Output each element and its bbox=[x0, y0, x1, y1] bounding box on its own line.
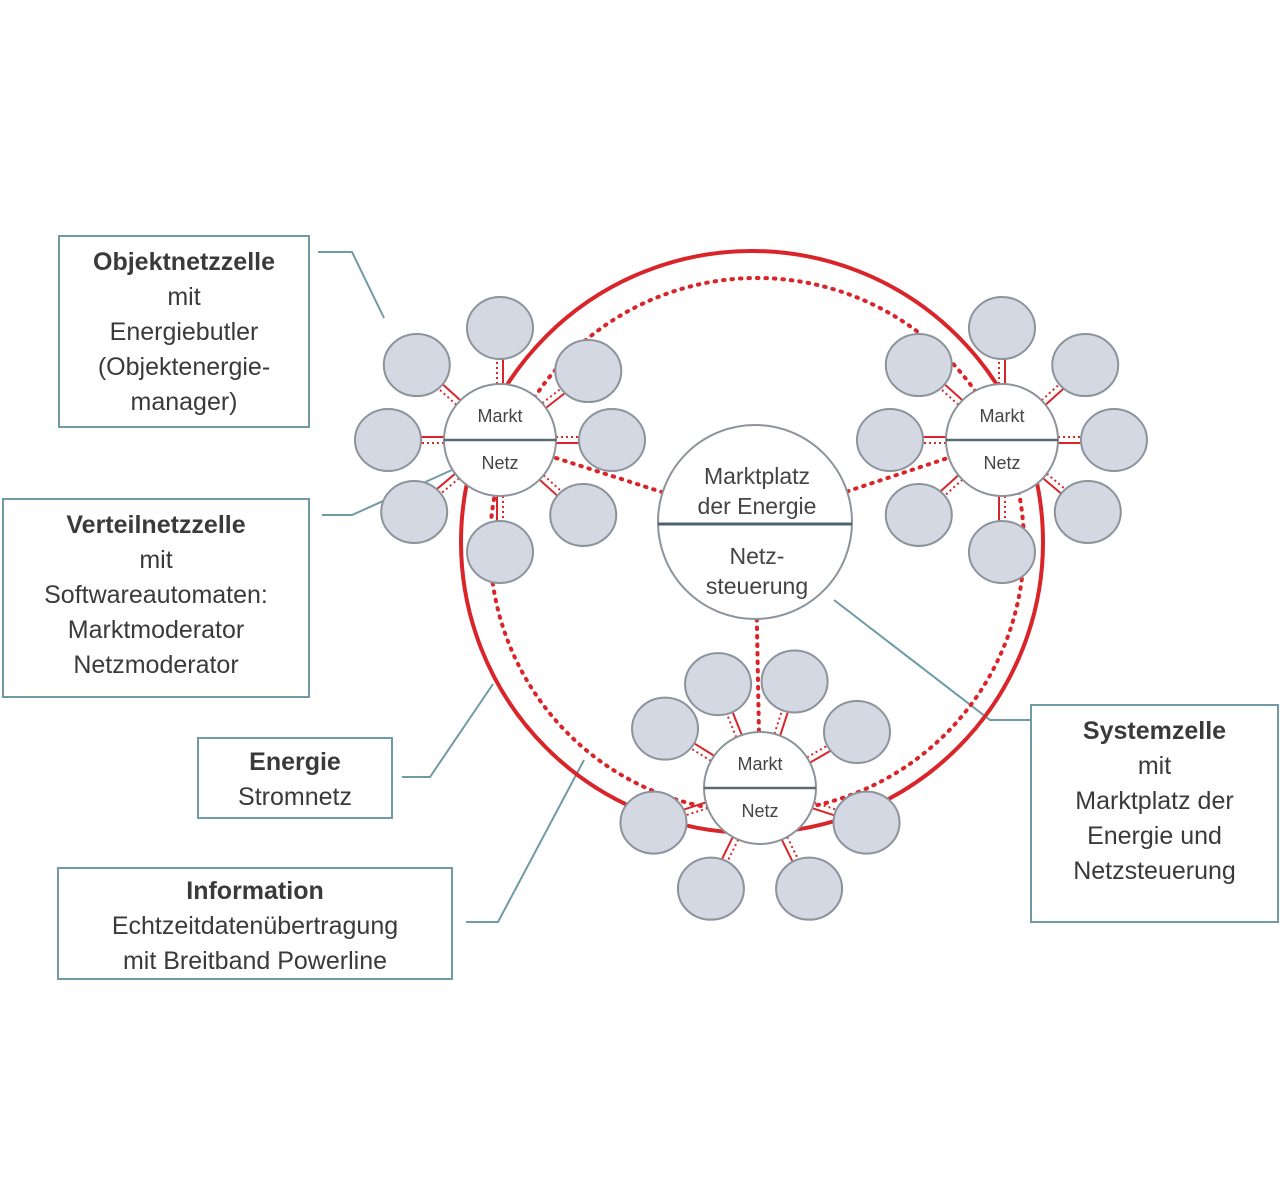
object-cell-tl-0 bbox=[466, 296, 534, 360]
label-verteil-title: Verteilnetzzelle bbox=[66, 511, 246, 539]
center-marktplatz-line1: Marktplatz bbox=[703, 463, 811, 489]
label-verteil-line: Netzmoderator bbox=[73, 651, 239, 679]
label-information-line: Echtzeitdatenübertragung bbox=[111, 912, 399, 940]
center-marktplatz-line2: der Energie bbox=[697, 493, 817, 519]
object-cell-bottom-4 bbox=[775, 856, 844, 921]
label-energie-line: Stromnetz bbox=[238, 783, 352, 811]
center-netz-line1: Netz- bbox=[729, 543, 785, 569]
label-system-line: mit bbox=[1137, 752, 1172, 780]
label-system-line: Marktplatz der bbox=[1075, 787, 1234, 815]
object-cell-tl-4 bbox=[466, 520, 534, 584]
leader-line-information bbox=[466, 759, 585, 923]
object-cell-tr-3 bbox=[1053, 479, 1122, 544]
label-objektnetzzelle: Objektnetzzelle mit Energiebutler (Objek… bbox=[58, 235, 310, 428]
object-cell-bottom-7 bbox=[631, 696, 700, 761]
system-to-cell-link-bottom bbox=[754, 616, 761, 735]
label-verteilnetzzelle: Verteilnetzzelle mit Softwareautomaten: … bbox=[2, 498, 310, 698]
object-cell-tr-5 bbox=[884, 482, 953, 547]
object-cell-tl-5 bbox=[380, 479, 449, 544]
object-cell-tl-7 bbox=[382, 333, 451, 398]
label-objekt-line: (Objektenergie- bbox=[97, 353, 271, 381]
connector-dotted-bottom-4 bbox=[786, 836, 801, 863]
object-cell-tr-0 bbox=[968, 296, 1036, 360]
center-netz-line2: steuerung bbox=[705, 573, 809, 599]
object-cell-tl-2 bbox=[578, 408, 646, 472]
object-cell-bottom-2 bbox=[822, 700, 891, 764]
label-energie-title: Energie bbox=[249, 748, 341, 776]
connector-solid-bottom-0 bbox=[730, 708, 743, 736]
nodes bbox=[354, 296, 1148, 921]
connector-solid-bottom-1 bbox=[779, 708, 790, 736]
leader-line-objekt bbox=[318, 251, 385, 319]
hub-tr-markt: Markt bbox=[979, 406, 1025, 426]
hub-tl-markt: Markt bbox=[477, 406, 523, 426]
label-information-line: mit Breitband Powerline bbox=[122, 947, 387, 975]
object-cell-tr-2 bbox=[1080, 408, 1148, 472]
object-cell-bottom-0 bbox=[684, 652, 753, 717]
object-cell-tl-3 bbox=[549, 482, 618, 547]
object-cell-tl-6 bbox=[354, 408, 422, 472]
leader-line-energie bbox=[402, 683, 494, 778]
leader-line-system bbox=[833, 599, 1030, 721]
object-cell-tr-4 bbox=[968, 520, 1036, 584]
label-information: Information Echtzeitdatenübertragung mit… bbox=[57, 867, 453, 980]
object-cell-tl-1 bbox=[554, 339, 623, 404]
object-cell-bottom-1 bbox=[760, 649, 829, 714]
label-objekt-line: Energiebutler bbox=[109, 318, 259, 346]
connector-solid-bottom-5 bbox=[719, 836, 734, 863]
hub-tr-netz: Netz bbox=[983, 453, 1021, 473]
label-system-title: Systemzelle bbox=[1082, 717, 1227, 745]
hub-tl-netz: Netz bbox=[481, 453, 519, 473]
label-verteil-line: mit bbox=[139, 546, 173, 574]
object-cell-bottom-3 bbox=[832, 790, 901, 855]
label-objekt-line: manager) bbox=[130, 388, 238, 416]
system-cell bbox=[657, 424, 853, 620]
hub-bottom-markt: Markt bbox=[737, 754, 783, 774]
object-cell-tr-1 bbox=[1051, 333, 1120, 398]
label-information-title: Information bbox=[186, 877, 324, 905]
label-objekt-line: mit bbox=[167, 283, 201, 311]
system-to-cell-link-tr bbox=[845, 455, 951, 494]
label-system-line: Energie und bbox=[1087, 822, 1222, 850]
leader-lines bbox=[318, 251, 1030, 923]
label-objekt-title: Objektnetzzelle bbox=[93, 248, 275, 276]
hub-bottom-netz: Netz bbox=[741, 801, 779, 821]
label-verteil-line: Softwareautomaten: bbox=[44, 581, 268, 609]
connector-solid-bottom-4 bbox=[780, 839, 796, 866]
label-system-line: Netzsteuerung bbox=[1073, 857, 1236, 885]
object-cell-tr-7 bbox=[884, 333, 953, 398]
label-energie: Energie Stromnetz bbox=[197, 737, 393, 819]
system-to-cell-link-tl bbox=[551, 455, 665, 495]
object-cell-tr-6 bbox=[856, 408, 924, 472]
label-verteil-line: Marktmoderator bbox=[67, 616, 245, 644]
label-systemzelle: Systemzelle mit Marktplatz der Energie u… bbox=[1030, 704, 1279, 923]
object-cell-bottom-6 bbox=[619, 790, 688, 855]
object-cell-bottom-5 bbox=[676, 856, 745, 921]
hubs bbox=[443, 383, 1059, 845]
